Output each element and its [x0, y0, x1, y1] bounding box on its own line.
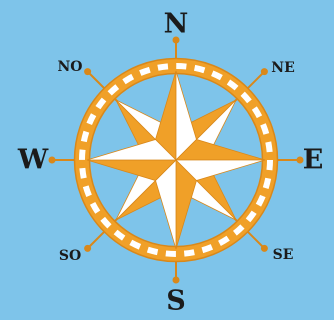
label-east: E — [303, 145, 324, 176]
label-southwest: SO — [59, 248, 81, 264]
dot-northeast — [261, 68, 268, 75]
label-north: N — [164, 9, 189, 40]
dot-west — [49, 157, 56, 164]
dot-southeast — [261, 245, 268, 252]
label-west: W — [18, 145, 48, 176]
dot-southwest — [84, 245, 91, 252]
dot-south — [173, 277, 180, 284]
label-northwest: NO — [58, 59, 83, 75]
dot-northwest — [84, 68, 91, 75]
label-southeast: SE — [273, 247, 294, 263]
label-northeast: NE — [271, 60, 294, 76]
label-south: S — [166, 286, 186, 317]
